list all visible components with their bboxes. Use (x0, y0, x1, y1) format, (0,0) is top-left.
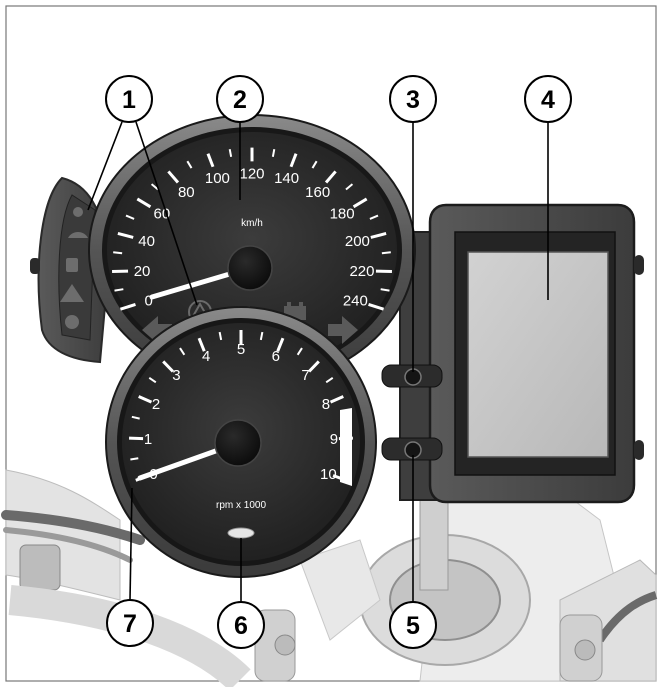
rpm-label: 10 (320, 466, 337, 483)
rpm-label: 3 (172, 367, 180, 384)
speed-label: 180 (330, 206, 355, 223)
callout-1-label: 1 (122, 86, 136, 114)
speed-label: 100 (205, 170, 230, 187)
speedometer-hub (228, 246, 272, 290)
rpm-label: 4 (202, 348, 210, 365)
callout-5: 5 (390, 602, 436, 648)
rpm-label: 9 (330, 431, 338, 448)
minor-tick (113, 252, 122, 253)
rpm-label: 1 (144, 431, 152, 448)
speed-label: 120 (239, 165, 264, 182)
indicator-lamp (228, 528, 254, 538)
tachometer-hub (215, 420, 261, 466)
speed-label: 160 (305, 184, 330, 201)
rpm-unit-label: rpm x 1000 (216, 500, 266, 511)
rpm-label: 5 (237, 341, 245, 358)
minor-tick (130, 458, 138, 459)
tachometer: 012345678910 rpm x 1000 (106, 307, 376, 577)
callout-7-label: 7 (123, 610, 137, 638)
redline-zone (340, 408, 352, 486)
rpm-label: 7 (301, 367, 309, 384)
speed-unit-label: km/h (241, 218, 263, 229)
speed-label: 220 (349, 263, 374, 280)
speed-label: 80 (178, 184, 195, 201)
callout-5-label: 5 (406, 612, 420, 640)
callout-6: 6 (218, 602, 264, 648)
speed-label: 240 (343, 292, 368, 309)
multifunction-display (468, 252, 608, 457)
display-housing (382, 205, 644, 502)
rpm-label: 6 (272, 348, 280, 365)
callout-6-label: 6 (234, 612, 248, 640)
callout-2: 2 (217, 76, 263, 122)
callout-4: 4 (525, 76, 571, 122)
callout-4-label: 4 (541, 86, 555, 114)
speed-label: 60 (154, 206, 171, 223)
minor-tick (344, 458, 352, 459)
callout-7: 7 (107, 600, 153, 646)
speed-label: 200 (345, 233, 370, 250)
minor-tick (382, 252, 391, 253)
minor-tick (230, 149, 231, 157)
rpm-label: 2 (152, 396, 160, 413)
speed-label: 20 (134, 263, 151, 280)
speed-label: 40 (138, 233, 155, 250)
minor-tick (273, 149, 274, 157)
callout-3: 3 (390, 76, 436, 122)
speed-label: 140 (274, 170, 299, 187)
callout-1: 1 (106, 76, 152, 122)
callout-3-label: 3 (406, 86, 420, 114)
rpm-label: 8 (322, 396, 330, 413)
callout-2-label: 2 (233, 86, 247, 114)
